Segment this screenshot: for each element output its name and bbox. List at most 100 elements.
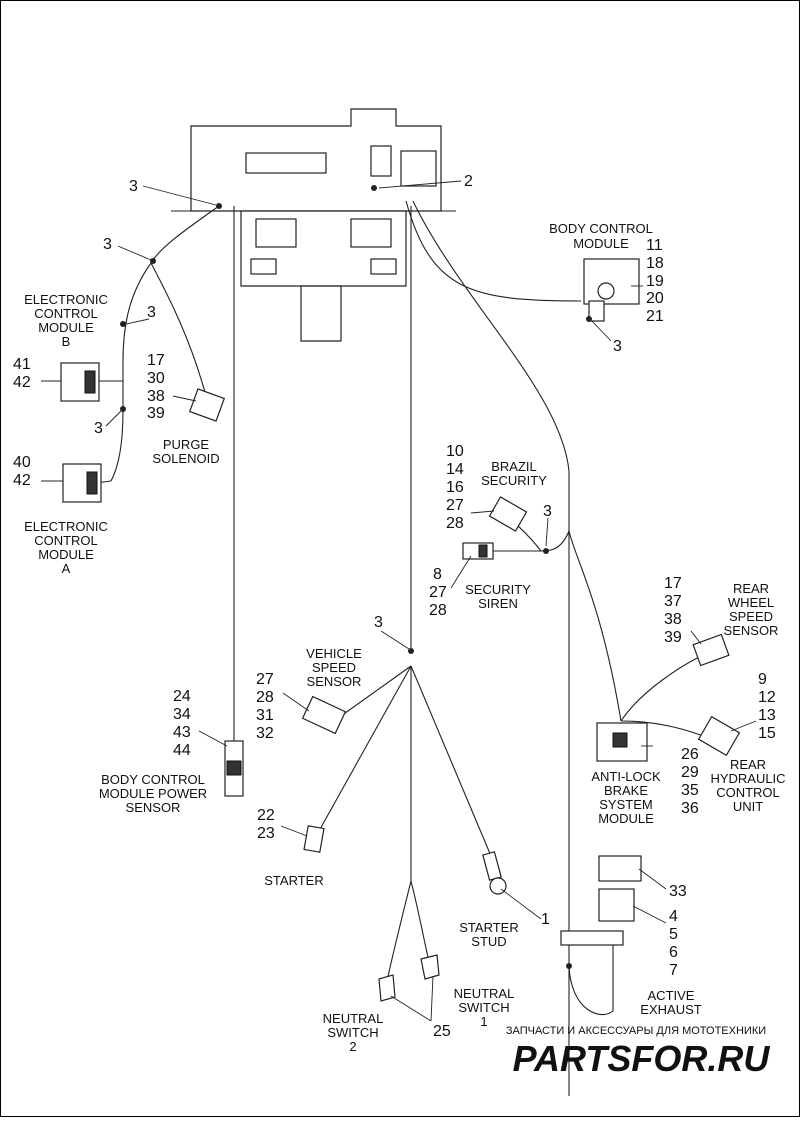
body-control-module-part <box>583 258 640 322</box>
label-vehicle-speed-sensor: VEHICLE SPEED SENSOR 27 28 31 32 <box>256 646 362 742</box>
wiring-harness <box>91 200 712 1096</box>
abs-label-line: ANTI-LOCK <box>591 769 661 784</box>
vehicle-speed-sensor-connector <box>301 695 347 735</box>
starter-stud-ref: 1 <box>541 911 550 928</box>
purge-solenoid-connector <box>188 388 226 422</box>
brazil-label-line: BRAZIL <box>491 459 537 474</box>
bcm-label-line: MODULE <box>573 236 629 251</box>
label-purge-solenoid: 17 30 38 39 PURGE SOLENOID <box>147 352 220 466</box>
abs-ref: 26 <box>681 746 699 763</box>
starter-terminal <box>303 825 325 853</box>
vss-label-line: SENSOR <box>307 674 362 689</box>
label-rear-wheel-speed-sensor: 17 37 38 39 REAR WHEEL SPEED SENSOR <box>664 575 778 646</box>
ns1-label-line: SWITCH <box>458 1000 509 1015</box>
label-ecm-b: ELECTRONIC CONTROL MODULE B 41 42 <box>13 292 108 391</box>
rwss-label-line: WHEEL <box>728 595 774 610</box>
callout-clip: 3 <box>543 503 552 520</box>
label-abs-module: 26 29 35 36 ANTI-LOCK BRAKE SYSTEM MODUL… <box>591 746 699 826</box>
neutral-switch-1-terminal <box>420 954 440 980</box>
ecm-b-ref: 41 <box>13 356 31 373</box>
ecm-a-label-line: ELECTRONIC <box>24 519 108 534</box>
siren-ref: 28 <box>429 602 447 619</box>
rwss-ref: 17 <box>664 575 682 592</box>
bcm-label-line: BODY CONTROL <box>549 221 653 236</box>
exhaust-ref: 7 <box>669 962 678 979</box>
rhcu-ref: 13 <box>758 707 776 724</box>
starter-stud-terminal <box>482 851 507 895</box>
purge-label-line: PURGE <box>163 437 210 452</box>
bcm-power-ref: 43 <box>173 724 191 741</box>
purge-ref: 17 <box>147 352 165 369</box>
bcm-ref: 11 <box>646 237 663 254</box>
siren-ref: 8 <box>433 566 442 583</box>
rhcu-ref: 15 <box>758 725 776 742</box>
rwss-ref: 39 <box>664 629 682 646</box>
abs-label-line: BRAKE <box>604 783 648 798</box>
bcm-power-ref: 24 <box>173 688 191 705</box>
purge-ref: 30 <box>147 370 165 387</box>
abs-ref: 36 <box>681 800 699 817</box>
starter-ref: 23 <box>257 825 275 842</box>
brazil-ref: 16 <box>446 479 464 496</box>
frame-structure <box>171 108 456 342</box>
security-siren-connector <box>462 542 494 560</box>
brazil-ref: 10 <box>446 443 464 460</box>
ecm-b-label-line: CONTROL <box>34 306 98 321</box>
vss-label-line: VEHICLE <box>306 646 362 661</box>
vss-label-line: SPEED <box>312 660 356 675</box>
rwss-ref: 38 <box>664 611 682 628</box>
callout-clip: 2 <box>464 173 473 190</box>
rwss-label-line: SPEED <box>729 609 773 624</box>
callout-numbers: 3 2 3 3 3 3 3 3 <box>94 173 622 631</box>
starter-ref: 22 <box>257 807 275 824</box>
rhcu-label-line: UNIT <box>733 799 763 814</box>
label-neutral-switch-2: NEUTRAL SWITCH 2 25 <box>323 1011 451 1054</box>
neutral-switch-2-terminal <box>378 974 396 1002</box>
rhcu-ref: 9 <box>758 671 767 688</box>
exhaust-ref: 6 <box>669 944 678 961</box>
label-neutral-switch-1: NEUTRAL SWITCH 1 <box>454 986 515 1029</box>
abs-label-line: MODULE <box>598 811 654 826</box>
ns1-label-line: 1 <box>480 1014 487 1029</box>
siren-label-line: SECURITY <box>465 582 531 597</box>
bcm-ref: 19 <box>646 273 664 290</box>
ecm-a-label-line: A <box>62 561 71 576</box>
brazil-ref: 28 <box>446 515 464 532</box>
watermark-logo: PARTSFOR.RU <box>513 1038 771 1079</box>
active-exhaust-parts <box>560 855 642 946</box>
rwss-label-line: REAR <box>733 581 769 596</box>
brazil-ref: 14 <box>446 461 464 478</box>
bcm-power-ref: 44 <box>173 742 191 759</box>
ns2-label-line: SWITCH <box>327 1025 378 1040</box>
purge-ref: 38 <box>147 388 165 405</box>
rear-wheel-speed-sensor-connector <box>692 633 730 667</box>
exhaust-label-line: EXHAUST <box>640 1002 701 1017</box>
bcm-power-sensor-connector <box>224 740 244 797</box>
bcm-ref: 20 <box>646 290 664 307</box>
exhaust-ref: 33 <box>669 883 687 900</box>
callout-clip: 3 <box>147 304 156 321</box>
abs-label-line: SYSTEM <box>599 797 652 812</box>
clip-markers <box>120 185 592 969</box>
ns1-label-line: NEUTRAL <box>454 986 515 1001</box>
label-active-exhaust: 33 4 5 6 7 ACTIVE EXHAUST <box>640 883 701 1017</box>
leader-lines <box>41 180 757 1022</box>
vss-ref: 28 <box>256 689 274 706</box>
bcm-power-label-line: BODY CONTROL <box>101 772 205 787</box>
brazil-security-connector <box>488 496 528 532</box>
ecm-b-label-line: B <box>62 334 71 349</box>
abs-ref: 35 <box>681 782 699 799</box>
bcm-power-label-line: SENSOR <box>126 800 181 815</box>
label-body-control-module: BODY CONTROL MODULE 11 18 19 20 21 <box>549 221 664 325</box>
exhaust-label-line: ACTIVE <box>648 988 695 1003</box>
bcm-power-ref: 34 <box>173 706 191 723</box>
rhcu-ref: 12 <box>758 689 776 706</box>
label-starter-stud: STARTER STUD 1 <box>459 911 550 949</box>
ecm-b-label-line: ELECTRONIC <box>24 292 108 307</box>
callout-clip: 3 <box>374 614 383 631</box>
ns2-label-line: 2 <box>349 1039 356 1054</box>
exhaust-ref: 4 <box>669 908 678 925</box>
rhcu-label-line: HYDRAULIC <box>710 771 785 786</box>
ecm-a-ref: 40 <box>13 454 31 471</box>
